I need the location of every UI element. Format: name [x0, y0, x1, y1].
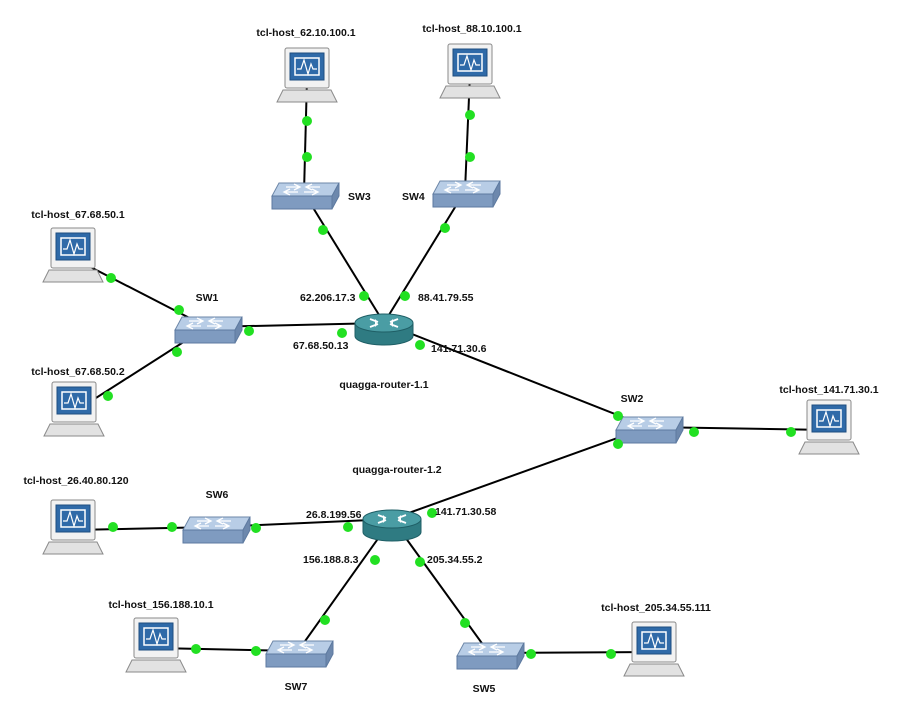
port-dot [302, 152, 312, 162]
host-computer-icon[interactable] [276, 47, 338, 103]
node-label-sw7: SW7 [285, 681, 308, 693]
switch-icon[interactable] [456, 642, 525, 670]
node-label-sw6: SW6 [206, 489, 229, 501]
node-label-sw5: SW5 [473, 683, 496, 695]
interface-ip-label: 26.8.199.56 [306, 509, 362, 521]
port-dot [786, 427, 796, 437]
interface-ip-label: 141.71.30.6 [431, 343, 487, 355]
port-dot [400, 291, 410, 301]
host-computer-icon[interactable] [798, 399, 860, 455]
interface-ip-label: 67.68.50.13 [293, 340, 349, 352]
node-label-host_67_1: tcl-host_67.68.50.1 [31, 209, 125, 221]
router-icon[interactable] [354, 313, 414, 346]
link-sw3-r1 [303, 192, 385, 324]
port-dot [613, 439, 623, 449]
node-label-host_67_2: tcl-host_67.68.50.2 [31, 366, 125, 378]
interface-ip-label: 88.41.79.55 [418, 292, 474, 304]
labels-layer: tcl-host_62.10.100.1 tcl-host_88.10.100.1… [23, 23, 878, 695]
port-dot [251, 523, 261, 533]
switch-icon[interactable] [182, 516, 251, 544]
interface-ip-label: 156.188.8.3 [303, 554, 359, 566]
port-dot [172, 347, 182, 357]
node-label-host_205: tcl-host_205.34.55.111 [601, 602, 711, 614]
node-label-r1: quagga-router-1.1 [339, 379, 428, 391]
interface-ip-label: 62.206.17.3 [300, 292, 356, 304]
nodes-layer [42, 43, 860, 677]
port-dot [427, 508, 437, 518]
switch-icon[interactable] [432, 180, 501, 208]
port-dot [174, 305, 184, 315]
host-computer-icon[interactable] [42, 227, 104, 283]
switch-icon[interactable] [615, 416, 684, 444]
link-r1-sw2 [383, 322, 649, 428]
node-label-sw2: SW2 [621, 393, 644, 405]
port-dot [465, 152, 475, 162]
port-dot [370, 555, 380, 565]
port-dot [244, 326, 254, 336]
port-dot [689, 427, 699, 437]
link-sw4-r1 [383, 190, 466, 324]
node-label-host_156: tcl-host_156.188.10.1 [108, 599, 213, 611]
node-label-host_141: tcl-host_141.71.30.1 [779, 384, 878, 396]
switch-icon[interactable] [265, 640, 334, 668]
port-dot [251, 646, 261, 656]
link-sw2-r2 [391, 426, 649, 520]
router-icon[interactable] [362, 509, 422, 542]
port-dot [318, 225, 328, 235]
port-dot [415, 340, 425, 350]
node-label-sw4: SW4 [402, 191, 425, 203]
port-dot [337, 328, 347, 338]
port-dot [460, 618, 470, 628]
node-label-host_26: tcl-host_26.40.80.120 [23, 475, 128, 487]
host-computer-icon[interactable] [439, 43, 501, 99]
host-computer-icon[interactable] [125, 617, 187, 673]
port-dot [103, 391, 113, 401]
host-computer-icon[interactable] [43, 381, 105, 437]
port-dot [465, 110, 475, 120]
link-r2-sw5 [391, 518, 490, 654]
switch-icon[interactable] [271, 182, 340, 210]
port-dot [415, 557, 425, 567]
links-layer [72, 73, 830, 654]
port-dot [359, 291, 369, 301]
port-dot [320, 615, 330, 625]
node-label-r2: quagga-router-1.2 [352, 464, 441, 476]
interface-ip-label: 141.71.30.58 [435, 506, 496, 518]
port-dot [302, 116, 312, 126]
host-computer-icon[interactable] [42, 499, 104, 555]
port-dot [106, 273, 116, 283]
node-label-host_88: tcl-host_88.10.100.1 [422, 23, 521, 35]
node-label-sw1: SW1 [196, 292, 219, 304]
port-dot [526, 649, 536, 659]
switch-icon[interactable] [174, 316, 243, 344]
interface-ip-label: 205.34.55.2 [427, 554, 483, 566]
port-dot [343, 522, 353, 532]
port-dot [440, 223, 450, 233]
node-label-sw3: SW3 [348, 191, 371, 203]
link-r2-sw7 [297, 518, 393, 652]
port-dot [167, 522, 177, 532]
host-computer-icon[interactable] [623, 621, 685, 677]
port-dot [191, 644, 201, 654]
port-dot [606, 649, 616, 659]
node-label-host_62: tcl-host_62.10.100.1 [256, 27, 355, 39]
port-dot [613, 411, 623, 421]
port-dot [108, 522, 118, 532]
ports-layer [103, 110, 796, 659]
